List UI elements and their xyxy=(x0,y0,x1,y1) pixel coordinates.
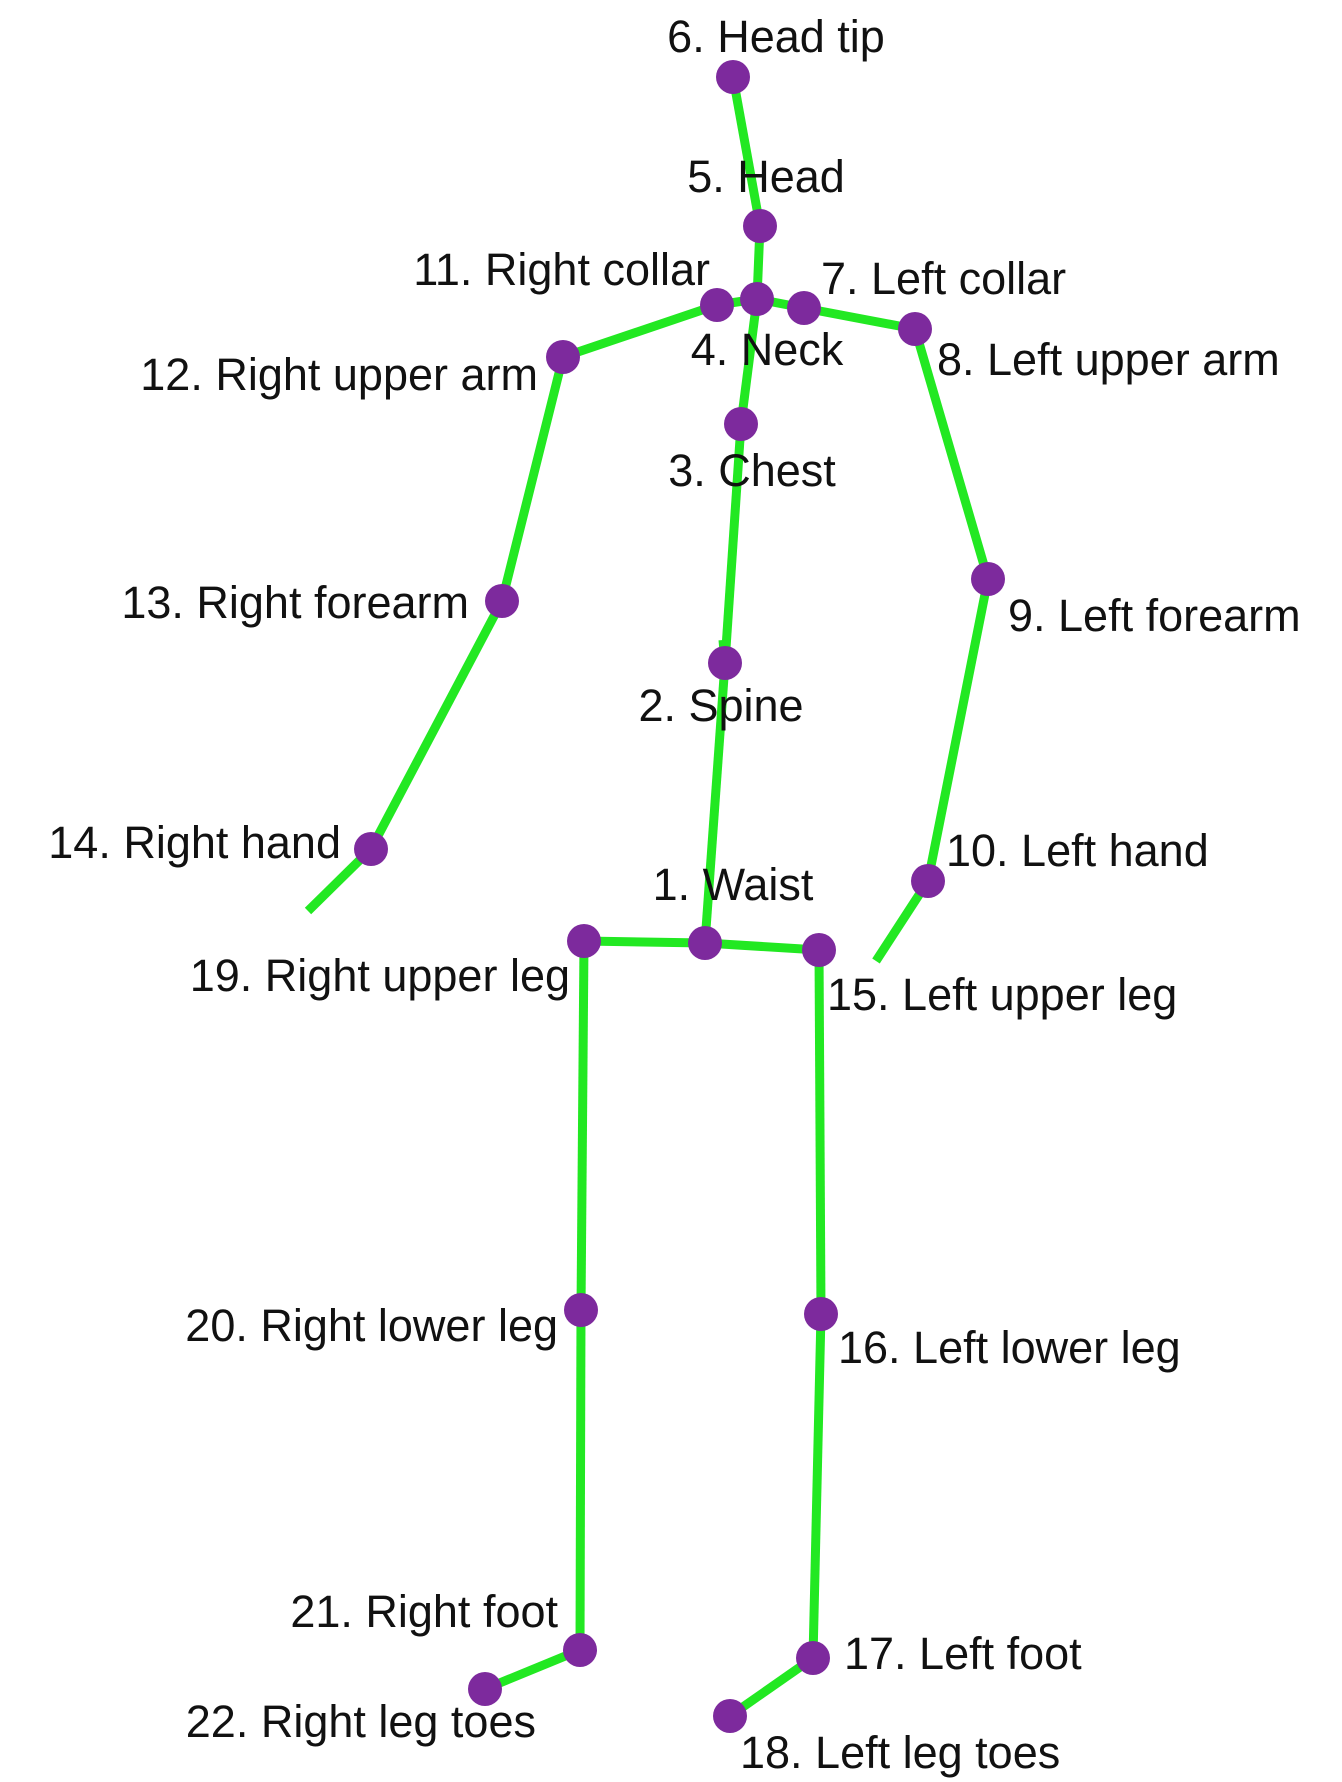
bone-8-9 xyxy=(910,327,993,581)
joint-18-marker xyxy=(713,1699,747,1733)
joint-21-marker xyxy=(563,1633,597,1667)
bone-13-14 xyxy=(367,598,506,852)
joint-3-label: 3. Chest xyxy=(668,445,836,496)
joint-4-marker xyxy=(740,282,774,316)
joint-10-label: 10. Left hand xyxy=(946,825,1209,876)
joint-12-marker xyxy=(546,340,580,374)
joint-9-marker xyxy=(971,562,1005,596)
joint-20-marker xyxy=(564,1293,598,1327)
joint-7-marker xyxy=(787,291,821,325)
joint-16-marker xyxy=(804,1297,838,1331)
joint-6-label: 6. Head tip xyxy=(667,11,885,62)
bone-1-15 xyxy=(704,938,820,955)
bones-layer xyxy=(304,76,993,1720)
bone-11-12 xyxy=(561,300,719,362)
joint-17-label: 17. Left foot xyxy=(844,1628,1082,1679)
joint-17-marker xyxy=(796,1641,830,1675)
bone-21-22 xyxy=(483,1645,582,1694)
joint-3-marker xyxy=(724,407,758,441)
joint-4-label: 4. Neck xyxy=(691,324,844,375)
joint-19-marker xyxy=(567,924,601,958)
joint-1-marker xyxy=(688,926,722,960)
bone-6-5 xyxy=(728,76,765,227)
joint-11-label: 11. Right collar xyxy=(413,244,710,295)
joint-2-label: 2. Spine xyxy=(638,680,803,731)
joint-21-label: 21. Right foot xyxy=(290,1586,558,1637)
joint-12-label: 12. Right upper arm xyxy=(140,349,538,400)
joint-20-label: 20. Right lower leg xyxy=(185,1300,558,1351)
joint-5-label: 5. Head xyxy=(687,151,845,202)
joint-5-marker xyxy=(743,209,777,243)
joint-7-label: 7. Left collar xyxy=(821,253,1066,304)
joint-2-marker xyxy=(708,646,742,680)
joint-15-marker xyxy=(802,933,836,967)
joint-6-marker xyxy=(716,60,750,94)
bone-4-3 xyxy=(736,298,762,425)
joint-19-label: 19. Right upper leg xyxy=(190,950,570,1001)
joint-1-label: 1. Waist xyxy=(653,859,814,910)
bone-12-13 xyxy=(497,355,568,603)
joint-10-marker xyxy=(911,864,945,898)
bone-16-17 xyxy=(808,1313,826,1659)
joint-22-label: 22. Right leg toes xyxy=(186,1696,536,1747)
bone-15-16 xyxy=(814,949,826,1315)
joint-14-marker xyxy=(354,832,388,866)
joint-22-marker xyxy=(468,1672,502,1706)
bone-20-21 xyxy=(575,1309,586,1651)
joint-13-marker xyxy=(485,584,519,618)
bone-1-19 xyxy=(583,936,706,948)
joint-11-marker xyxy=(700,288,734,322)
joint-8-label: 8. Left upper arm xyxy=(937,334,1280,385)
bone-19-20 xyxy=(576,940,589,1311)
bone-9-10 xyxy=(923,578,993,882)
bone-3-2 xyxy=(720,423,746,664)
joint-18-label: 18. Left leg toes xyxy=(740,1727,1060,1778)
joint-9-label: 9. Left forearm xyxy=(1008,590,1301,641)
joint-13-label: 13. Right forearm xyxy=(121,577,469,628)
joint-14-label: 14. Right hand xyxy=(48,817,341,868)
labels-layer: 1. Waist 2. Spine 3. Chest 4. Neck 5. Head 6.… xyxy=(48,11,1300,1778)
bone-2-1 xyxy=(700,662,730,944)
bone-7-8 xyxy=(803,303,916,334)
joint-15-label: 15. Left upper leg xyxy=(827,969,1177,1020)
joints-layer xyxy=(354,60,1005,1733)
joint-8-marker xyxy=(898,312,932,346)
joint-16-label: 16. Left lower leg xyxy=(838,1322,1181,1373)
